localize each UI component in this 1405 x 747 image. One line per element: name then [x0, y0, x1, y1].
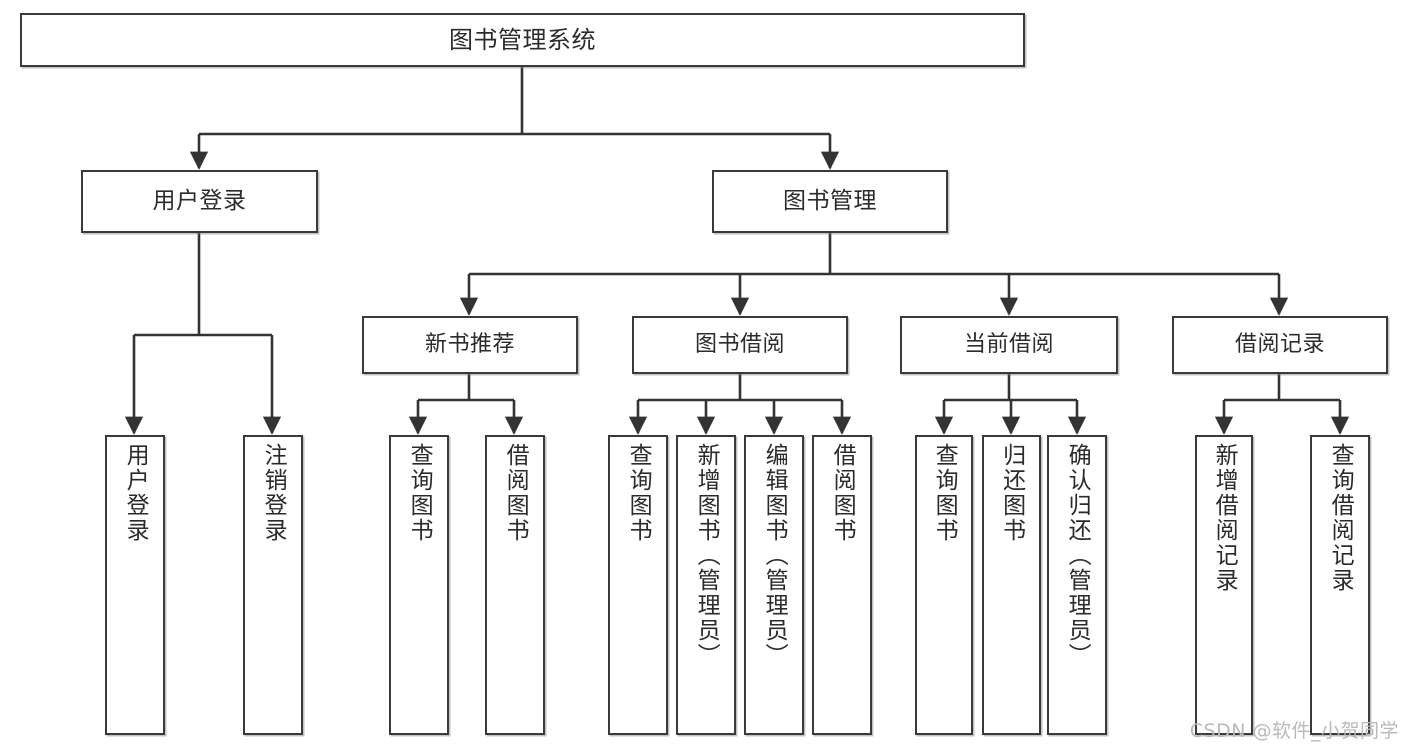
node-book-management[interactable]: 图书管理: [712, 170, 948, 233]
leaf-user-login[interactable]: 用户登录: [105, 435, 165, 735]
node-label: 图书借阅: [694, 332, 785, 358]
leaf-borrow-record-add-record[interactable]: 新增借阅记录: [1195, 435, 1253, 735]
node-label: 确认归还（管理员）: [1064, 443, 1091, 668]
node-label: 查询图书: [625, 443, 652, 543]
node-root-book-management-system[interactable]: 图书管理系统: [20, 13, 1025, 67]
node-label: 当前借阅: [963, 332, 1054, 358]
node-label: 图书管理系统: [449, 25, 596, 54]
node-label: 新书推荐: [424, 332, 515, 358]
node-label: 图书管理: [783, 187, 877, 214]
node-label: 注销登录: [260, 443, 287, 543]
node-label: 借阅图书: [502, 443, 529, 543]
node-label: 用户登录: [122, 443, 149, 543]
leaf-current-borrow-query-book[interactable]: 查询图书: [915, 435, 973, 735]
leaf-book-borrow-add-book-admin[interactable]: 新增图书（管理员）: [676, 435, 736, 735]
leaf-new-book-query-book[interactable]: 查询图书: [389, 435, 449, 735]
node-borrow-record[interactable]: 借阅记录: [1172, 316, 1388, 374]
node-new-book-recommend[interactable]: 新书推荐: [362, 316, 578, 374]
leaf-logout-login[interactable]: 注销登录: [243, 435, 303, 735]
leaf-new-book-borrow-book[interactable]: 借阅图书: [485, 435, 545, 735]
node-label: 用户登录: [152, 187, 247, 214]
leaf-book-borrow-borrow-book[interactable]: 借阅图书: [812, 435, 872, 735]
node-user-login[interactable]: 用户登录: [81, 170, 318, 233]
node-label: 查询借阅记录: [1327, 443, 1354, 593]
leaf-current-borrow-confirm-return-admin[interactable]: 确认归还（管理员）: [1047, 435, 1107, 735]
leaf-borrow-record-query-record[interactable]: 查询借阅记录: [1310, 435, 1370, 735]
node-label: 新增借阅记录: [1211, 443, 1238, 593]
node-label: 查询图书: [406, 443, 433, 543]
watermark-text: CSDN @软件_小贺同学: [1189, 720, 1399, 742]
node-current-borrow[interactable]: 当前借阅: [900, 316, 1118, 374]
leaf-current-borrow-return-book[interactable]: 归还图书: [982, 435, 1041, 735]
node-label: 借阅记录: [1234, 332, 1325, 358]
node-label: 查询图书: [931, 443, 958, 543]
leaf-book-borrow-edit-book-admin[interactable]: 编辑图书（管理员）: [744, 435, 804, 735]
leaf-book-borrow-query-book[interactable]: 查询图书: [608, 435, 668, 735]
node-label: 借阅图书: [829, 443, 856, 543]
node-book-borrow[interactable]: 图书借阅: [632, 316, 848, 374]
node-label: 编辑图书（管理员）: [761, 443, 788, 668]
node-label: 归还图书: [998, 443, 1025, 543]
node-label: 新增图书（管理员）: [693, 443, 720, 668]
